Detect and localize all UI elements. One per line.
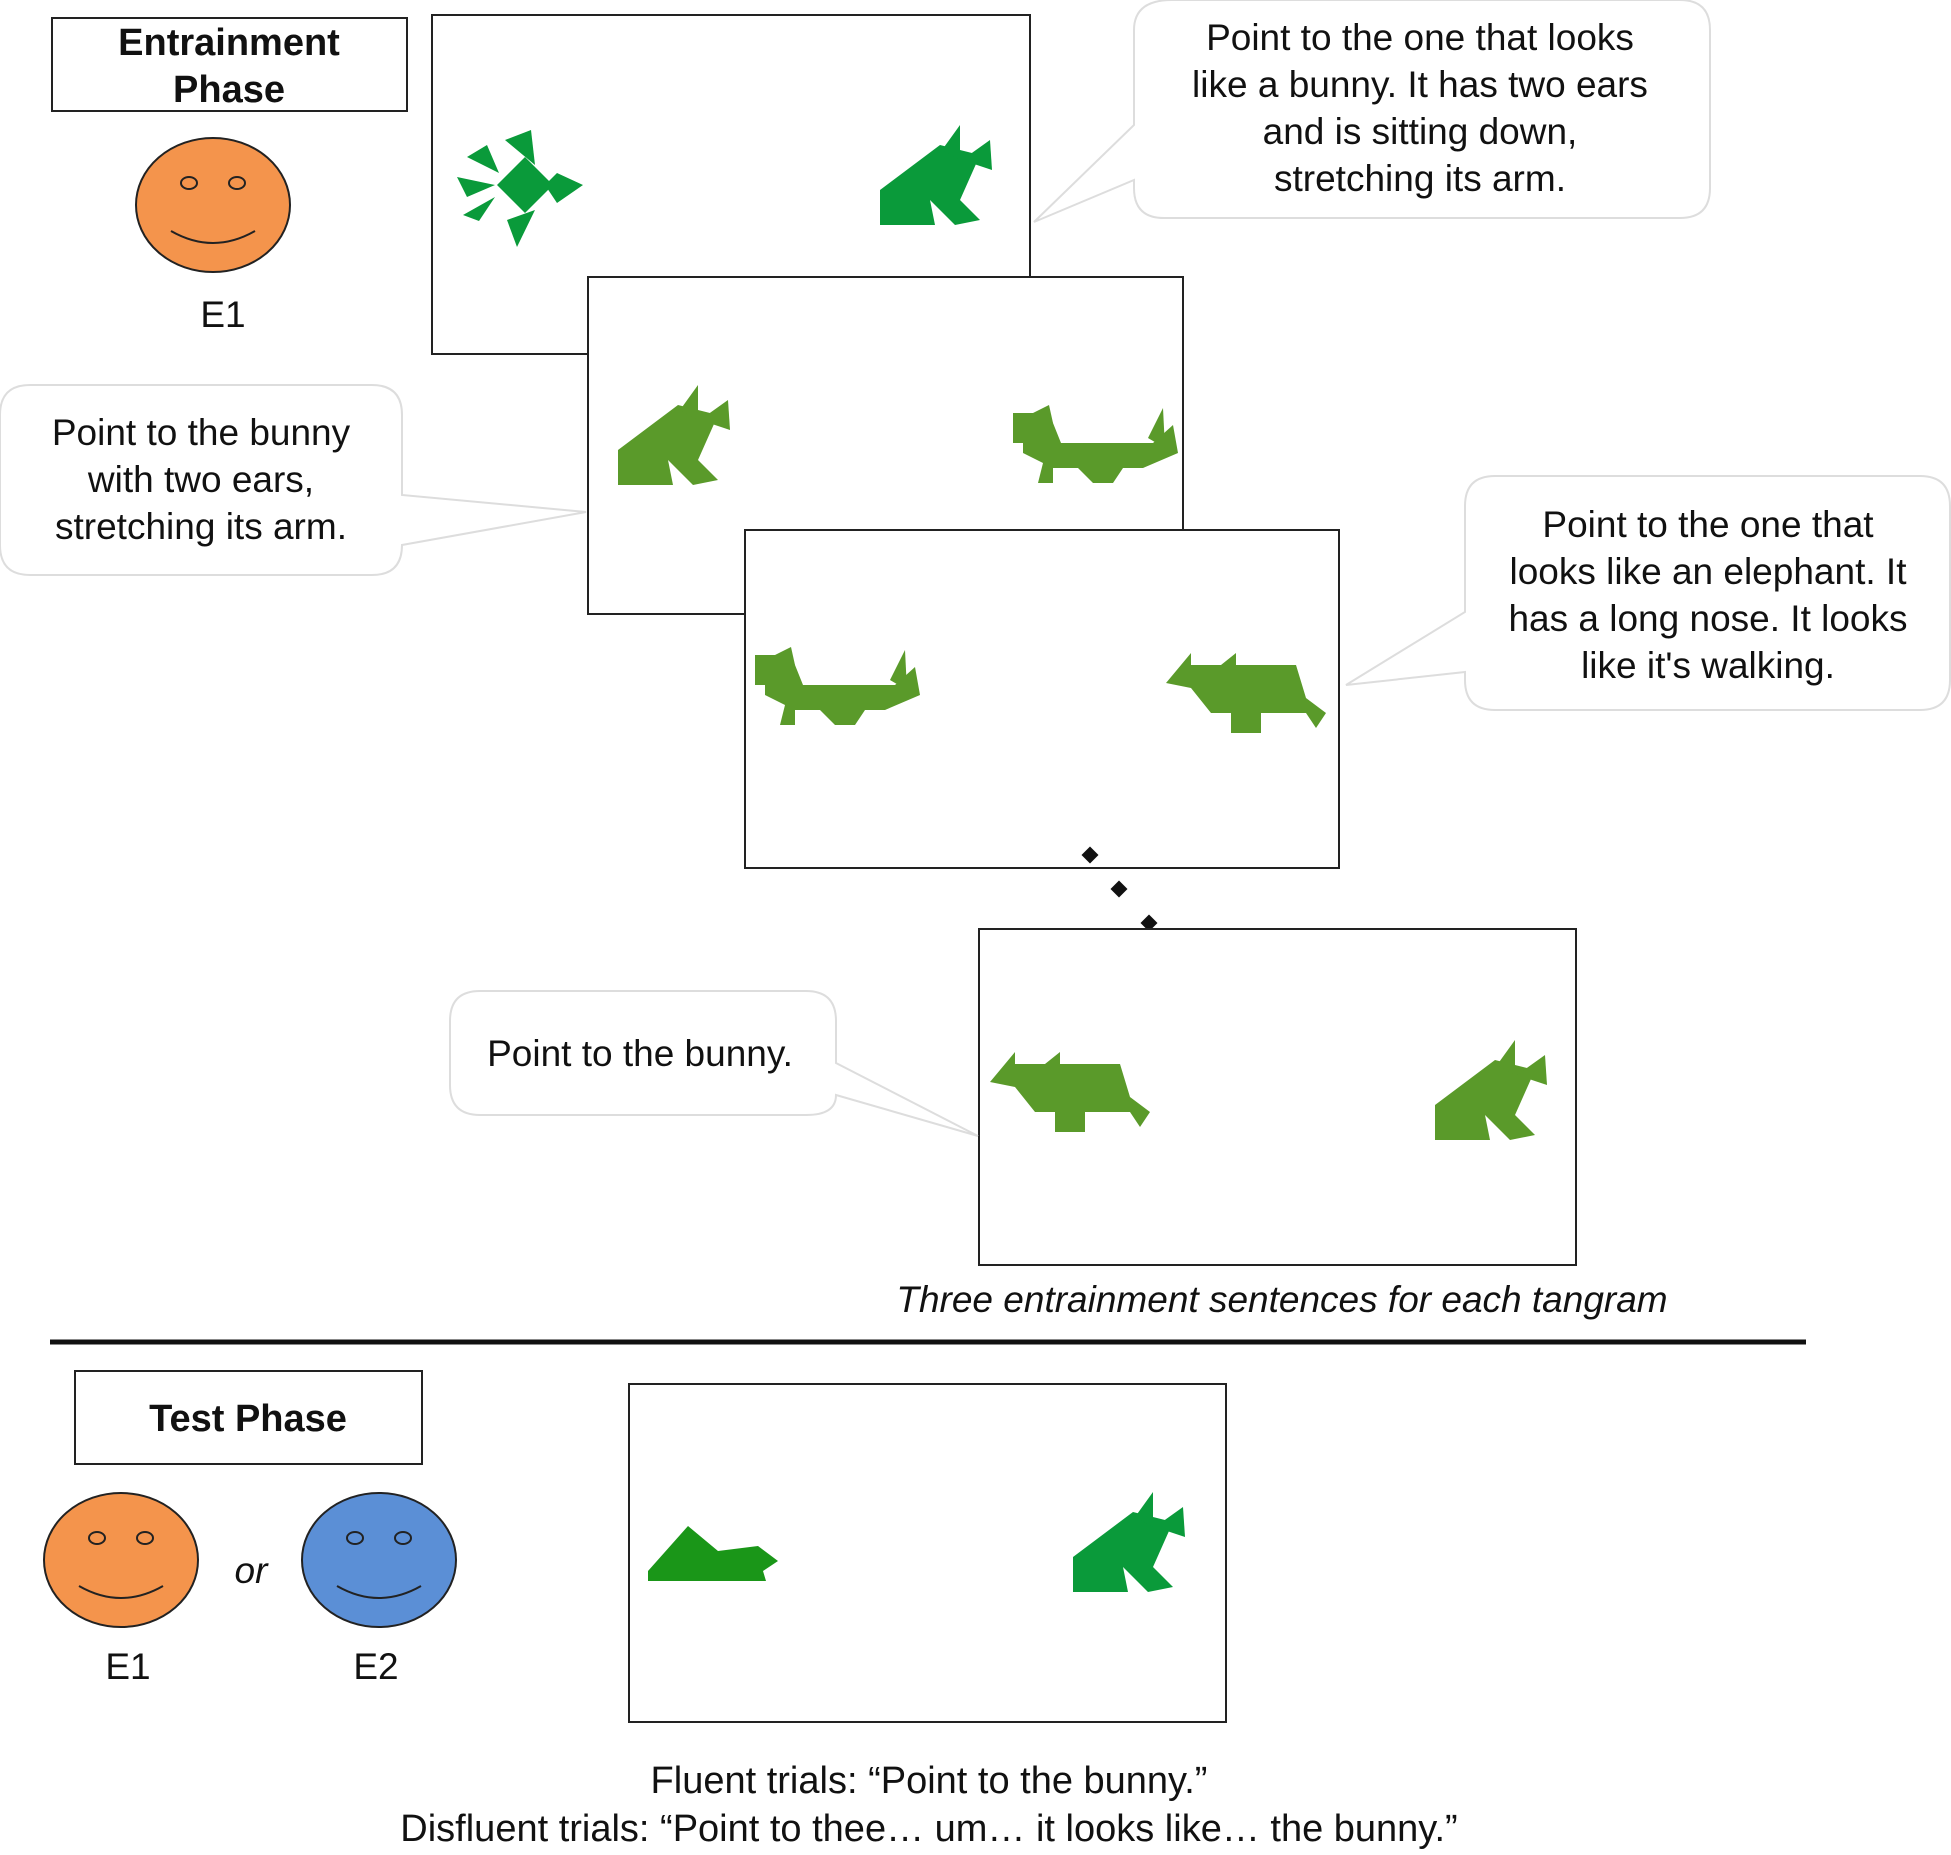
ellipsis-diamond bbox=[1081, 846, 1099, 864]
smiley-face-icon bbox=[301, 1492, 457, 1628]
test-phase-label: Test Phase bbox=[149, 1398, 347, 1440]
entrainment-caption: Three entrainment sentences for each tan… bbox=[896, 1279, 1667, 1320]
bubble-1-line-2: like a bunny. It has two ears bbox=[1192, 64, 1648, 105]
or-connector: or bbox=[235, 1550, 270, 1591]
entrainment-phase-label-line1: Entrainment bbox=[118, 22, 340, 64]
ellipsis-diamond bbox=[1140, 914, 1158, 932]
disfluent-trial-text: Disfluent trials: “Point to thee… um… it… bbox=[400, 1808, 1457, 1850]
bubble-4-line-1: Point to the bunny. bbox=[487, 1033, 793, 1074]
bubble-3-line-2: looks like an elephant. It bbox=[1510, 551, 1908, 592]
speaker-label-e1: E1 bbox=[200, 294, 245, 335]
smiley-face-icon bbox=[43, 1492, 199, 1628]
test-phase-box bbox=[74, 1370, 423, 1465]
speech-bubble-4: Point to the bunny. bbox=[449, 990, 979, 1137]
bubble-3-line-1: Point to the one that bbox=[1542, 504, 1874, 545]
bubble-1-line-3: and is sitting down, bbox=[1263, 111, 1578, 152]
smiley-face-icon bbox=[135, 137, 291, 273]
bubble-1-line-1: Point to the one that looks bbox=[1206, 17, 1634, 58]
speech-bubble-3: Point to the one that looks like an elep… bbox=[1345, 475, 1951, 711]
bubble-2-line-3: stretching its arm. bbox=[55, 506, 347, 547]
speaker-label-e2-test: E2 bbox=[353, 1646, 398, 1687]
bubble-2-line-1: Point to the bunny bbox=[52, 412, 351, 453]
fluent-trial-text: Fluent trials: “Point to the bunny.” bbox=[651, 1760, 1208, 1802]
speech-bubble-1: Point to the one that looks like a bunny… bbox=[1033, 0, 1711, 223]
bubble-3-line-4: like it's walking. bbox=[1581, 645, 1835, 686]
speech-bubble-2: Point to the bunny with two ears, stretc… bbox=[0, 384, 587, 576]
entrainment-phase-label-line2: Phase bbox=[173, 69, 285, 111]
bubble-1-line-4: stretching its arm. bbox=[1274, 158, 1566, 199]
ellipsis-diamond bbox=[1110, 880, 1128, 898]
bubble-2-line-2: with two ears, bbox=[87, 459, 314, 500]
speaker-label-e1-test: E1 bbox=[105, 1646, 150, 1687]
bubble-3-line-3: has a long nose. It looks bbox=[1508, 598, 1907, 639]
entrainment-phase-box bbox=[51, 17, 408, 112]
